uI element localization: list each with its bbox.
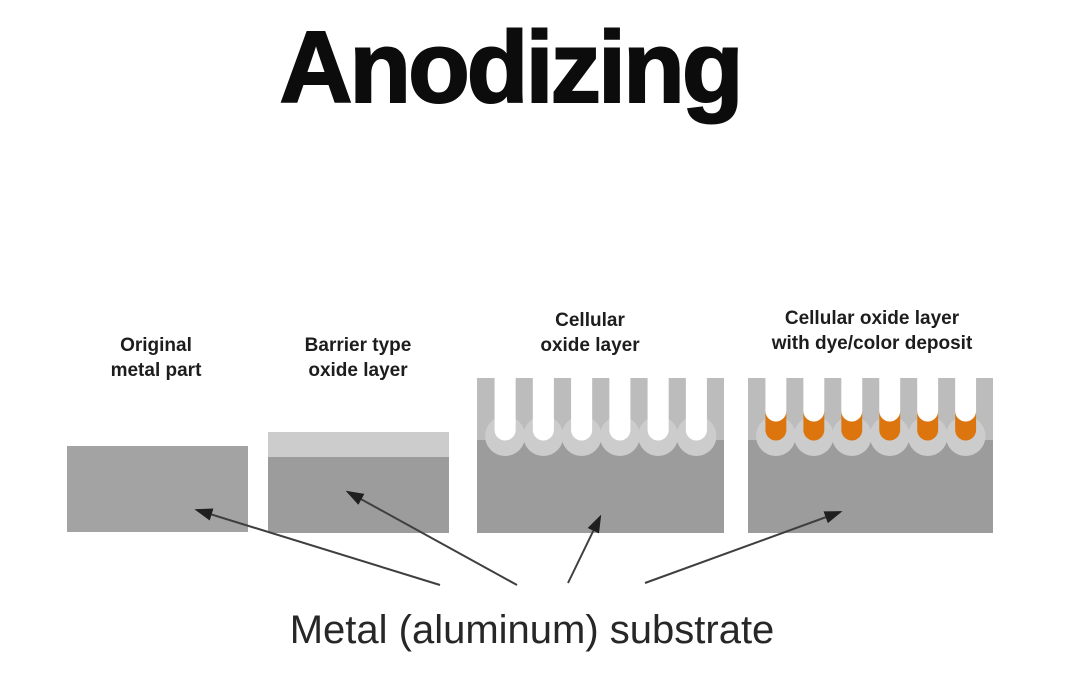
stage-label-line: metal part bbox=[110, 360, 202, 381]
stage-label-line: Cellular bbox=[555, 310, 625, 331]
stage-label-line: with dye/color deposit bbox=[771, 333, 973, 354]
cellular-oxide-block bbox=[477, 378, 724, 533]
stage-label-barrier-type-oxide: Barrier type oxide layer bbox=[305, 333, 412, 383]
stage-label-line: oxide layer bbox=[308, 360, 408, 381]
substrate-label: Metal (aluminum) substrate bbox=[289, 608, 775, 652]
stage-label-line: Barrier type bbox=[304, 335, 412, 356]
stage-label-line: Original bbox=[120, 335, 192, 356]
cellular-oxide-graphic bbox=[477, 378, 724, 533]
dyed-cellular-oxide-graphic bbox=[748, 378, 993, 533]
stage-label-line: Cellular oxide layer bbox=[784, 308, 960, 329]
stage-label-line: oxide layer bbox=[540, 335, 640, 356]
metal-substrate-band bbox=[268, 457, 449, 533]
original-metal-block bbox=[67, 446, 248, 532]
stage-label-cellular-oxide: Cellular oxide layer bbox=[540, 308, 639, 358]
stage-label-original-metal-part: Original metal part bbox=[111, 333, 202, 383]
dyed-cellular-oxide-block bbox=[748, 378, 993, 533]
barrier-oxide-layer-band bbox=[268, 432, 449, 457]
stage-label-cellular-oxide-dye: Cellular oxide layer with dye/color depo… bbox=[772, 306, 973, 356]
barrier-oxide-block bbox=[268, 432, 449, 533]
page-title: Anodizing bbox=[278, 12, 744, 124]
